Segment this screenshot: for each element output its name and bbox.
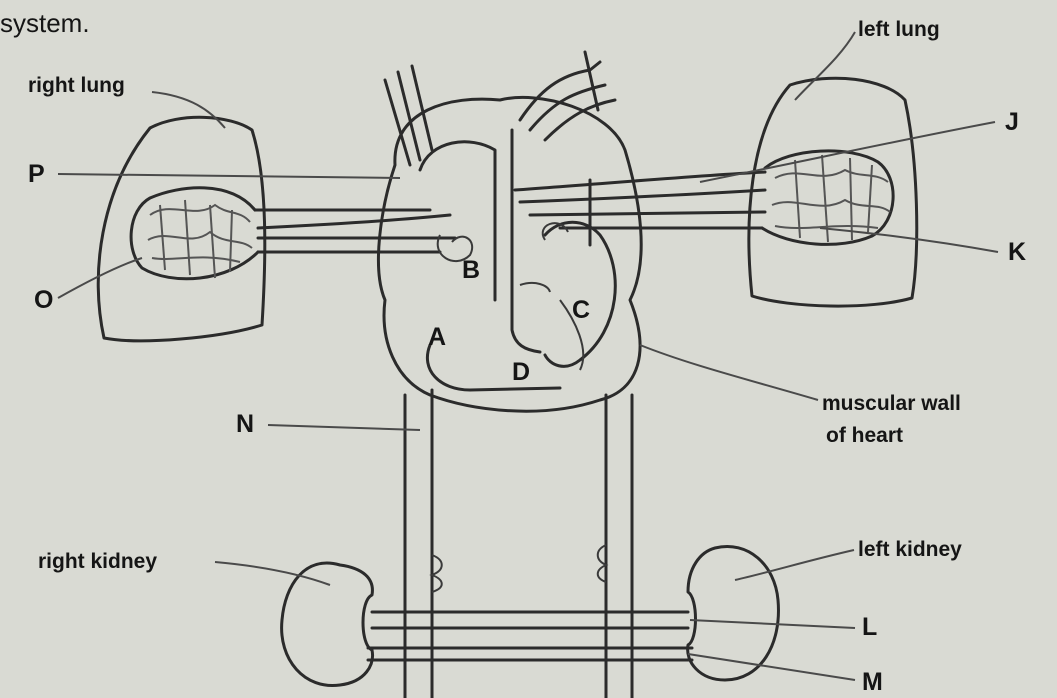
heart-outer-wall	[378, 97, 641, 411]
caption-text: system.	[0, 8, 90, 38]
label-right-kidney: right kidney	[38, 550, 157, 573]
inner-chamber-divider	[520, 283, 550, 292]
aorta-lower	[606, 395, 632, 698]
right-lung-capillary-bed	[131, 188, 258, 279]
label-M: M	[862, 668, 883, 696]
pointer-K	[820, 228, 998, 252]
pointer-M	[688, 654, 855, 680]
label-P: P	[28, 160, 45, 188]
pointer-left-lung	[795, 32, 855, 100]
label-left-lung: left lung	[858, 18, 940, 41]
label-J: J	[1005, 108, 1019, 136]
muscular-wall-of-heart	[545, 222, 615, 366]
right-lung-outline	[98, 117, 265, 340]
pointer-N	[268, 425, 420, 430]
label-muscular-wall-line2: of heart	[826, 424, 903, 447]
label-A: A	[428, 323, 446, 351]
pulmonary-vessels-right	[255, 210, 455, 252]
pointer-P	[58, 174, 400, 178]
vena-cava-lower	[405, 390, 432, 698]
label-left-kidney: left kidney	[858, 538, 962, 561]
label-K: K	[1008, 238, 1026, 266]
aorta-arch	[520, 52, 615, 140]
label-O: O	[34, 286, 53, 314]
right-kidney-outline	[282, 563, 373, 685]
label-D: D	[512, 358, 530, 386]
left-kidney-outline	[688, 547, 779, 680]
right-atrium-wall	[420, 142, 495, 300]
label-C: C	[572, 296, 590, 324]
heart-septum	[512, 130, 540, 352]
vena-cava-top	[385, 66, 432, 165]
pointer-J	[700, 122, 995, 182]
label-right-lung: right lung	[28, 74, 125, 97]
renal-vessels	[368, 612, 692, 660]
label-muscular-wall-line1: muscular wall	[822, 392, 961, 415]
pointer-muscular-wall	[640, 345, 818, 400]
label-B: B	[462, 256, 480, 284]
pointer-L	[690, 620, 855, 628]
label-N: N	[236, 410, 254, 438]
label-L: L	[862, 613, 877, 641]
